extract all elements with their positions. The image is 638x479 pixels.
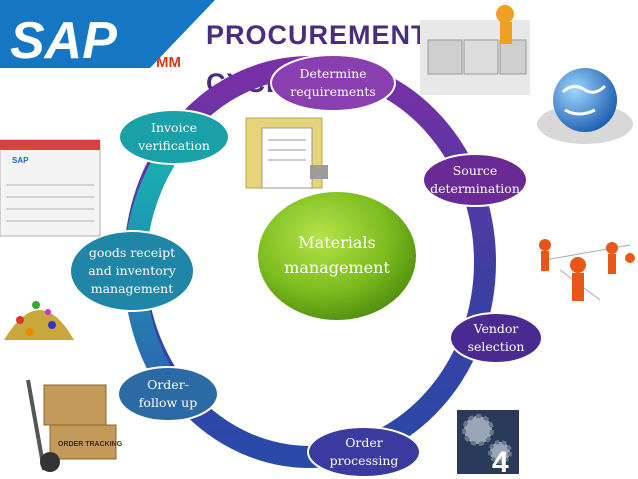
- order-tracking-box-label: ORDER TRACKING: [58, 441, 123, 448]
- step-node-vendor-selection: Vendor selection: [449, 312, 543, 364]
- globe-image: [537, 68, 633, 144]
- invoice-screenshot-image: SAP: [0, 139, 101, 237]
- title-line-1: PROCUREMENT: [206, 20, 429, 50]
- step-label-line: Order: [345, 435, 383, 450]
- step-label-line: Source: [453, 163, 498, 178]
- step-node-shape: [422, 153, 528, 207]
- step-label-line: management: [91, 281, 174, 296]
- puzzle-figure-image: [420, 5, 530, 95]
- step-node-source-determination: Source determination: [422, 153, 528, 207]
- gear-number-label: 4: [492, 446, 509, 479]
- step-node-goods-receipt: goods receipt and inventory management: [69, 230, 195, 312]
- document-folder-image: [245, 117, 328, 189]
- confetti-pile-image: [4, 301, 74, 340]
- step-label-line: selection: [468, 339, 525, 354]
- step-node-shape: [449, 312, 543, 364]
- step-label-line: Vendor: [473, 321, 519, 336]
- hand-truck-image: ORDER TRACKING: [26, 379, 123, 472]
- step-node-shape: [118, 109, 230, 165]
- sap-logo-text: SAP: [10, 12, 117, 70]
- step-label-line: processing: [330, 453, 399, 468]
- center-node: Materials management: [256, 190, 418, 322]
- document-sap-tab: SAP: [12, 156, 29, 165]
- step-label-line: determination: [430, 181, 520, 196]
- center-label-line-1: Materials: [298, 233, 375, 252]
- step-label-line: Invoice: [151, 120, 197, 135]
- step-label-line: requirements: [290, 84, 376, 99]
- step-node-determine-requirements: Determine requirements: [270, 54, 396, 112]
- sap-logo: SAP MM: [0, 0, 215, 71]
- sap-logo-background: [0, 0, 215, 68]
- step-label-line: follow up: [139, 395, 197, 410]
- step-label-line: Order-: [147, 377, 189, 392]
- step-node-shape: [307, 426, 421, 478]
- people-network-image: [539, 239, 635, 301]
- step-label-line: verification: [137, 138, 210, 153]
- step-node-shape: [69, 230, 195, 312]
- step-label-line: Determine: [299, 66, 366, 81]
- center-label-line-2: management: [284, 258, 390, 277]
- step-node-invoice-verification: Invoice verification: [118, 109, 230, 165]
- gears-image: 4: [457, 410, 519, 479]
- mm-module-label: MM: [156, 54, 181, 71]
- step-label-line: goods receipt: [89, 245, 175, 260]
- step-label-line: and inventory: [88, 263, 177, 278]
- step-node-order-follow-up: Order-follow up: [117, 366, 219, 422]
- step-node-order-processing: Order processing: [307, 426, 421, 478]
- step-node-shape: [117, 366, 219, 422]
- step-node-shape: [270, 54, 396, 112]
